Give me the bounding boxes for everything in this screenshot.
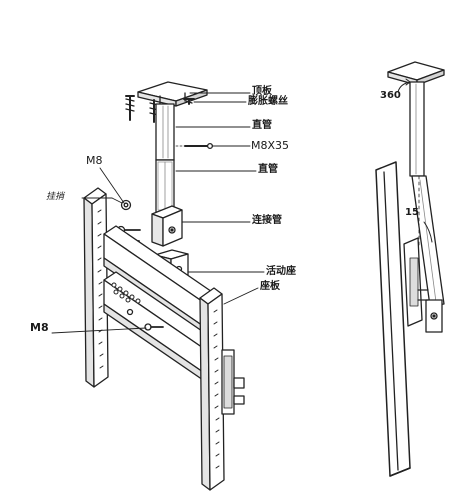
label-hook: 挂捎 (46, 192, 65, 202)
side-tv-panel (375, 161, 411, 477)
upper-tube (155, 103, 175, 161)
label-m8-lower: M8 (30, 321, 49, 334)
label-upper-tube: 直管 (252, 120, 272, 131)
connector-tube (151, 205, 183, 247)
label-rotation-360: 360 (380, 90, 401, 101)
expansion-screw-left (125, 95, 135, 121)
left-rail-holes (97, 209, 104, 369)
side-bracket (221, 349, 245, 415)
leader-lines (51, 92, 265, 334)
horizontal-mount-plate (103, 225, 219, 383)
label-seat-plate: 座板 (260, 281, 280, 292)
m8-screw-lower (126, 308, 164, 331)
lower-tube (155, 159, 175, 213)
plate-hole-row (111, 282, 141, 304)
right-mounting-rail (199, 287, 225, 491)
side-bracket-arm (403, 237, 429, 327)
side-top-plate (387, 61, 445, 86)
label-connector-tube: 连接管 (252, 215, 282, 226)
side-tilted-tube (411, 175, 445, 307)
label-bolt-size: M8X35 (251, 139, 290, 152)
side-joint-block (425, 299, 443, 333)
tilt-arc-icon (418, 175, 433, 247)
m8x35-bolt (175, 142, 214, 150)
right-rail-holes (213, 309, 220, 469)
side-upper-tube (409, 81, 425, 177)
expansion-screw-right (183, 98, 195, 105)
left-mounting-rail (83, 187, 109, 388)
label-m8-upper: M8 (86, 154, 103, 167)
label-top-plate: 顶板 (252, 86, 272, 97)
rotation-arrow-icon (397, 78, 411, 93)
label-expansion-screw: 膨胀螺丝 (248, 96, 288, 107)
label-tilt-15: 15 (405, 207, 419, 218)
label-movable-seat: 活动座 (266, 266, 296, 277)
label-lower-tube: 直管 (258, 164, 278, 175)
